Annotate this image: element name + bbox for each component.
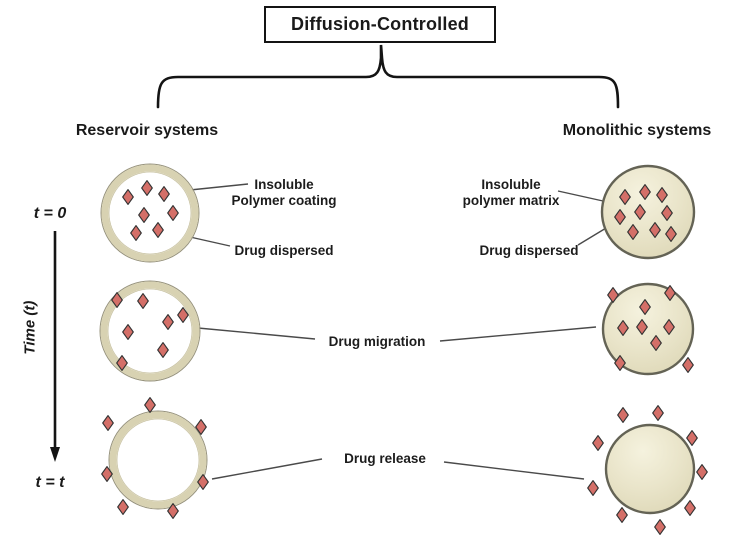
reservoir-sphere-mid-panel (99, 280, 201, 382)
drug-particle (158, 186, 170, 202)
drug-particle (661, 205, 673, 221)
insoluble-polymer-matrix-label: Insoluble polymer matrix (450, 177, 572, 208)
top-bracket (156, 44, 620, 109)
sphere-inner-edge (116, 418, 200, 502)
drug-particle (664, 285, 676, 301)
drug-particle (614, 209, 626, 225)
drug-particle (144, 397, 156, 413)
drug-dispersed-right-label: Drug dispersed (479, 243, 579, 258)
drug-particle (122, 189, 134, 205)
drug-particle (138, 207, 150, 223)
drug-particle (627, 224, 639, 240)
matrix-label-line2: polymer matrix (462, 192, 560, 208)
drug-particle (111, 292, 123, 308)
drug-particle (686, 430, 698, 446)
connector-lines (149, 183, 622, 480)
drug-particle (650, 335, 662, 351)
drug-particle (682, 357, 694, 373)
coating-connector-line (189, 183, 249, 191)
coating-label-line1: Insoluble (254, 177, 314, 192)
drug-dispersed-left-label: Drug dispersed (234, 243, 334, 258)
drug-particle (684, 500, 696, 516)
drug-migration-label: Drug migration (328, 334, 426, 349)
drug-particle (639, 184, 651, 200)
drug-particle (130, 225, 142, 241)
reservoir-sphere-mid (100, 281, 200, 381)
release-left-connector-line (211, 458, 323, 480)
sphere-outline (99, 280, 201, 382)
drug-particle (592, 435, 604, 451)
drug-particle (167, 205, 179, 221)
drug-particle (137, 293, 149, 309)
drug-particle (639, 299, 651, 315)
drug-particle (157, 342, 169, 358)
sphere-panels (99, 163, 708, 535)
sphere-outline (100, 163, 200, 263)
reservoir-sphere-tt-panel (101, 397, 209, 519)
drug-particle (617, 320, 629, 336)
sphere-outline (108, 410, 208, 510)
drug-particle (654, 519, 666, 535)
insoluble-polymer-coating-label: Insoluble Polymer coating (223, 177, 345, 208)
drug-particle (167, 503, 179, 519)
release-right-connector-line (443, 461, 585, 480)
drug-particle (101, 466, 113, 482)
coating-label-line2: Polymer coating (231, 192, 337, 208)
matrix-label-line1: Insoluble (481, 177, 541, 192)
drug-particle (587, 480, 599, 496)
drug-particle (162, 314, 174, 330)
monolithic-sphere-mid (601, 282, 695, 376)
drug-particle (696, 464, 708, 480)
migration-right-connector-line (439, 326, 597, 342)
migration-left-connector-line (197, 327, 316, 340)
monolithic-sphere-t0-panel (600, 164, 696, 260)
drug-particle (634, 204, 646, 220)
reservoir-sphere-tt (109, 411, 207, 509)
drug-particle (102, 415, 114, 431)
drug-particle (197, 474, 209, 490)
drug-particle (619, 189, 631, 205)
drug-particle (652, 405, 664, 421)
reservoir-sphere-t0-panel (100, 163, 200, 263)
drug-particle (665, 226, 677, 242)
drug-particle (617, 407, 629, 423)
monolithic-sphere-tt (604, 423, 696, 515)
drug-particle (152, 222, 164, 238)
time-start-label: t = 0 (33, 205, 67, 222)
time-end-label: t = t (35, 474, 65, 491)
drug-particle (636, 319, 648, 335)
drug-release-label: Drug release (344, 451, 426, 466)
time-axis-arrowhead (50, 447, 60, 462)
monolithic-sphere-tt-panel (587, 405, 708, 535)
sphere-inner-edge (108, 171, 192, 255)
drug-particle (141, 180, 153, 196)
monolithic-sphere-mid-panel (601, 282, 695, 376)
column-header-monolithic: Monolithic systems (562, 122, 712, 139)
diagram-title: Diffusion-Controlled (264, 6, 496, 43)
drug-particle (195, 419, 207, 435)
drug-particle (607, 287, 619, 303)
drug-particle (656, 187, 668, 203)
drug-particle (616, 507, 628, 523)
drug-particle (122, 324, 134, 340)
drug-particle (614, 355, 626, 371)
sphere-inner-edge (107, 288, 193, 374)
reservoir-sphere-t0 (101, 164, 199, 262)
drug-particle (649, 222, 661, 238)
column-header-reservoir: Reservoir systems (75, 122, 219, 139)
drug-particle (117, 499, 129, 515)
monolithic-sphere-t0 (600, 164, 696, 260)
drug-particle (177, 307, 189, 323)
time-axis-label: Time (t) (21, 300, 39, 355)
drug-particle (116, 355, 128, 371)
drug-particle (663, 319, 675, 335)
